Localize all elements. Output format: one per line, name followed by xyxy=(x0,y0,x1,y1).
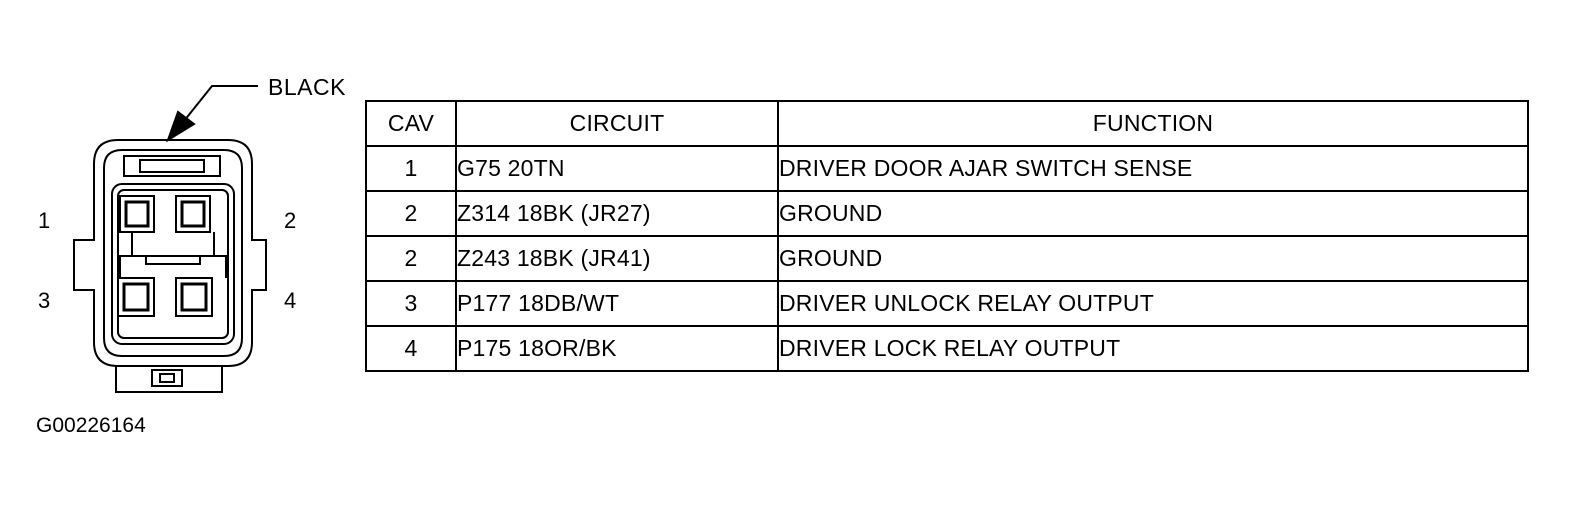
table-row: 1 G75 20TN DRIVER DOOR AJAR SWITCH SENSE xyxy=(365,145,1529,192)
pin-label-3: 3 xyxy=(38,288,51,313)
connector-diagram: BLACK 1 2 3 4 xyxy=(0,0,360,510)
cell-circuit: Z314 18BK (JR27) xyxy=(455,190,779,237)
cell-cav: 4 xyxy=(365,325,457,372)
terminal-cavity-3 xyxy=(117,277,155,317)
pinout-table: CAV CIRCUIT FUNCTION 1 G75 20TN DRIVER D… xyxy=(365,100,1529,372)
table-header-row: CAV CIRCUIT FUNCTION xyxy=(365,100,1529,147)
cell-function: DRIVER UNLOCK RELAY OUTPUT xyxy=(777,280,1529,327)
header-function: FUNCTION xyxy=(777,100,1529,147)
cell-cav: 3 xyxy=(365,280,457,327)
pin-label-4: 4 xyxy=(284,288,297,313)
table-row: 3 P177 18DB/WT DRIVER UNLOCK RELAY OUTPU… xyxy=(365,280,1529,327)
cell-function: DRIVER DOOR AJAR SWITCH SENSE xyxy=(777,145,1529,192)
figure-id: G00226164 xyxy=(36,414,146,437)
terminal-cavity-1 xyxy=(119,195,155,233)
terminal-cavity-2 xyxy=(175,195,211,233)
table-row: 4 P175 18OR/BK DRIVER LOCK RELAY OUTPUT xyxy=(365,325,1529,372)
connector-outer-housing xyxy=(73,139,267,367)
connector-center-key xyxy=(145,255,201,265)
connector-bottom-tab xyxy=(115,366,223,393)
terminal-cavity-4 xyxy=(175,277,213,317)
connector-cavity-frame xyxy=(111,183,235,345)
table-row: 2 Z243 18BK (JR41) GROUND xyxy=(365,235,1529,282)
cell-circuit: Z243 18BK (JR41) xyxy=(455,235,779,282)
leader-arrowhead xyxy=(166,110,196,143)
cell-circuit: G75 20TN xyxy=(455,145,779,192)
table-row: 2 Z314 18BK (JR27) GROUND xyxy=(365,190,1529,237)
connector-face-drawing xyxy=(73,85,267,393)
cell-circuit: P175 18OR/BK xyxy=(455,325,779,372)
cell-cav: 1 xyxy=(365,145,457,192)
cell-function: DRIVER LOCK RELAY OUTPUT xyxy=(777,325,1529,372)
header-circuit: CIRCUIT xyxy=(455,100,779,147)
header-cav: CAV xyxy=(365,100,457,147)
connector-cavity-frame-inner xyxy=(117,189,229,339)
cell-function: GROUND xyxy=(777,190,1529,237)
connector-bottom-tab-lock xyxy=(151,369,183,387)
cell-circuit: P177 18DB/WT xyxy=(455,280,779,327)
pin-label-1: 1 xyxy=(38,208,51,233)
pin-label-2: 2 xyxy=(284,208,297,233)
connector-top-latch-inner xyxy=(139,159,205,173)
connector-color-label: BLACK xyxy=(268,74,346,100)
cell-function: GROUND xyxy=(777,235,1529,282)
leader-line xyxy=(179,85,258,127)
cell-cav: 2 xyxy=(365,235,457,282)
cell-cav: 2 xyxy=(365,190,457,237)
connector-inner-shell xyxy=(103,149,243,357)
